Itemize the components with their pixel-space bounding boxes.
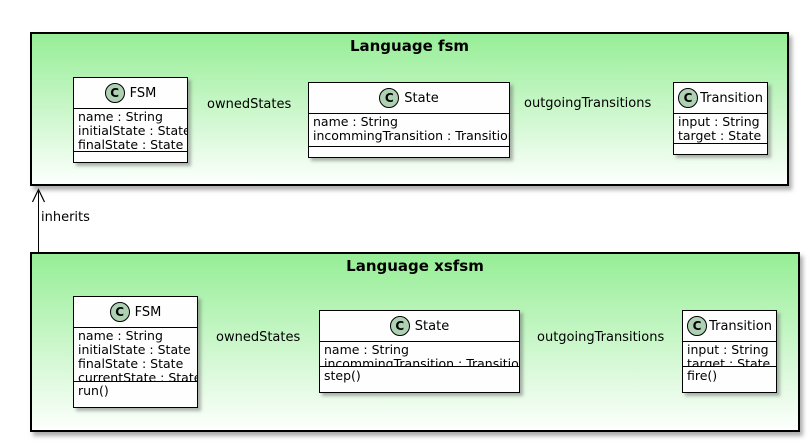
class-title: C FSM <box>74 78 187 108</box>
class-box-transition: C Transition input : String target : Sta… <box>673 82 768 155</box>
attribute: name : String <box>78 109 163 124</box>
attribute: input : String <box>687 342 769 357</box>
attribute: target : State <box>678 128 762 143</box>
class-name: FSM <box>134 304 162 320</box>
methods-compartment <box>674 144 767 154</box>
class-box-fsm: C FSM name : String initialState : State… <box>73 296 198 408</box>
class-box-transition: C Transition input : String target : Sta… <box>682 310 777 393</box>
relation-label-outgoing-transitions: outgoingTransitions <box>524 96 652 111</box>
class-name: Transition <box>700 90 763 106</box>
methods-compartment: step() <box>320 367 519 392</box>
relation-label-outgoing-transitions: outgoingTransitions <box>537 330 665 345</box>
attributes-compartment: name : String incommingTransition : Tran… <box>320 341 519 367</box>
package-title: Language fsm <box>349 37 470 55</box>
relation-label-owned-states: ownedStates <box>207 97 292 112</box>
class-stereotype-icon: C <box>389 316 410 336</box>
method: run() <box>78 383 109 398</box>
class-stereotype-icon: C <box>104 83 125 103</box>
attributes-compartment: name : String incommingTransition : Tran… <box>309 113 509 147</box>
attribute: currentState : State <box>78 370 197 382</box>
attributes-compartment: input : String target : State <box>674 113 767 144</box>
class-stereotype-icon: C <box>687 316 708 336</box>
attribute: finalState : State <box>78 356 184 371</box>
methods-compartment <box>74 152 187 162</box>
class-name: FSM <box>129 85 157 101</box>
class-stereotype-icon: C <box>109 302 130 322</box>
class-box-state: C State name : String incommingTransitio… <box>319 310 520 393</box>
relation-label-owned-states: ownedStates <box>216 330 301 345</box>
class-stereotype-icon: C <box>379 88 400 108</box>
class-title: C Transition <box>674 83 767 113</box>
attribute: input : String <box>678 114 760 129</box>
relation-label-inherits: inherits <box>41 210 90 225</box>
package-title: Language xsfsm <box>346 257 484 275</box>
attribute: name : String <box>324 342 409 357</box>
attributes-compartment: input : String target : State <box>683 341 776 367</box>
methods-compartment: run() <box>74 382 197 407</box>
attribute: target : State <box>687 356 771 367</box>
attribute: name : String <box>78 328 163 343</box>
class-name: State <box>414 318 450 334</box>
attributes-compartment: name : String initialState : State final… <box>74 108 187 152</box>
attribute: initialState : State <box>78 342 191 357</box>
inheritance-arrowhead-icon <box>31 188 46 203</box>
attribute: incommingTransition : Transition <box>324 356 519 367</box>
class-title: C State <box>309 83 509 113</box>
attribute: initialState : State <box>78 123 187 138</box>
methods-compartment <box>309 147 509 157</box>
methods-compartment: fire() <box>683 367 776 392</box>
class-title: C FSM <box>74 297 197 327</box>
attribute: incommingTransition : Transition <box>313 128 509 143</box>
class-stereotype-icon: C <box>678 88 699 108</box>
attribute: finalState : State <box>78 137 184 152</box>
class-title: C Transition <box>683 311 776 341</box>
class-box-state: C State name : String incommingTransitio… <box>308 82 510 158</box>
class-box-fsm: C FSM name : String initialState : State… <box>73 77 188 163</box>
attributes-compartment: name : String initialState : State final… <box>74 327 197 382</box>
method: step() <box>324 368 361 383</box>
class-name: State <box>404 90 439 106</box>
attribute: name : String <box>313 114 398 129</box>
class-title: C State <box>320 311 519 341</box>
method: fire() <box>687 368 718 383</box>
class-name: Transition <box>709 318 772 334</box>
